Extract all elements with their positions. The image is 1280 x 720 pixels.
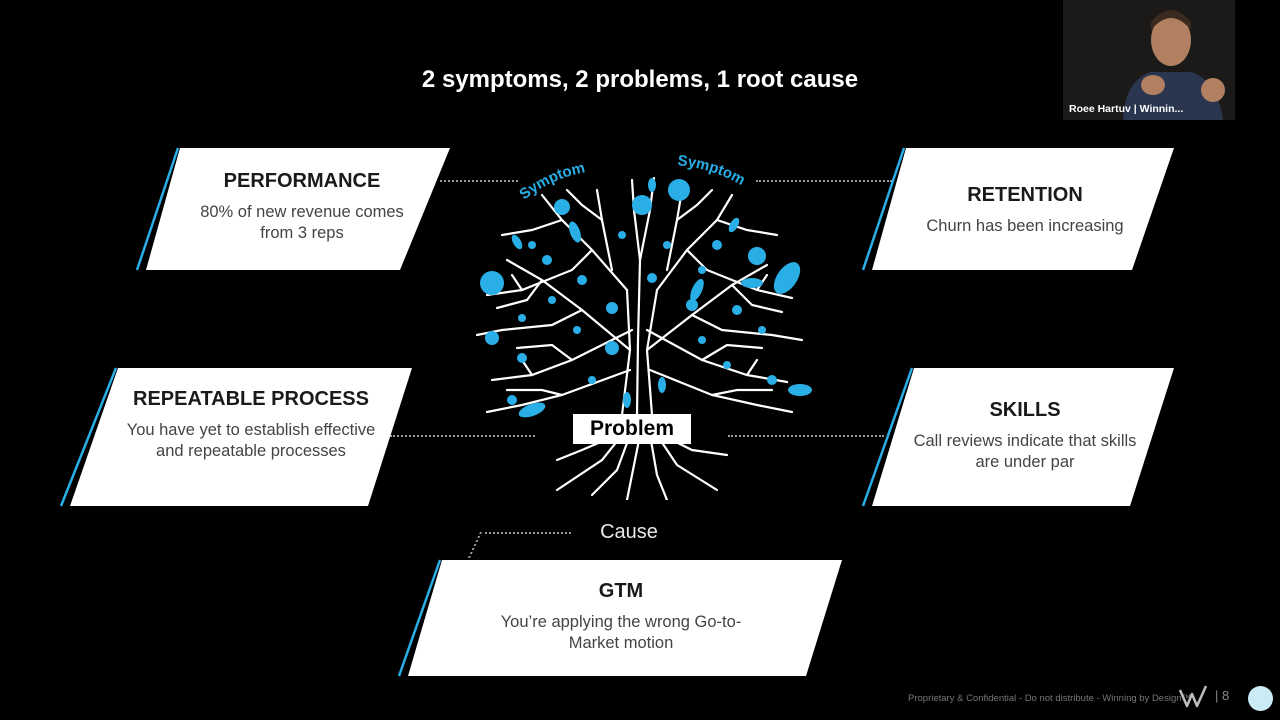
card-repeatable-process: REPEATABLE PROCESS You have yet to estab… — [58, 366, 416, 508]
card-retention-shape — [861, 147, 1174, 271]
card-skills-shape — [861, 367, 1174, 507]
circle-button-icon[interactable] — [1248, 686, 1273, 711]
card-performance: PERFORMANCE 80% of new revenue comes fro… — [134, 146, 452, 272]
card-gtm-body: You’re applying the wrong Go-to-Market m… — [500, 613, 742, 652]
card-gtm-heading: GTM — [598, 580, 644, 602]
tree-branches — [475, 176, 804, 500]
connector-repeatable — [390, 435, 535, 437]
card-performance-shape — [135, 147, 450, 271]
tree-leaves — [480, 178, 812, 418]
page-number-value: 8 — [1222, 688, 1230, 703]
tree-illustration: Symptom Symptom — [475, 152, 812, 500]
connector-retention — [756, 180, 892, 182]
slide-title: 2 symptoms, 2 problems, 1 root cause — [421, 66, 859, 93]
problem-label: Problem — [573, 414, 691, 444]
winning-by-design-logo-icon — [1178, 685, 1208, 708]
card-skills-body: Call reviews indicate that skills are un… — [913, 432, 1137, 471]
card-retention: RETENTION Churn has been increasing — [860, 146, 1178, 272]
card-performance-heading: PERFORMANCE — [223, 170, 381, 192]
connector-cause-drop — [467, 532, 483, 558]
card-skills: SKILLS Call reviews indicate that skills… — [860, 366, 1178, 508]
cause-label: Cause — [600, 521, 658, 543]
symptom-label-left: Symptom — [516, 159, 586, 203]
connector-cause — [485, 532, 571, 534]
confidential-footer: Proprietary & Confidential - Do not dist… — [908, 693, 1192, 704]
card-repeatable-body: You have yet to establish effective and … — [126, 421, 376, 460]
card-skills-heading: SKILLS — [989, 399, 1061, 421]
card-performance-body: 80% of new revenue comes from 3 reps — [200, 203, 404, 242]
card-repeatable-heading: REPEATABLE PROCESS — [133, 388, 369, 410]
speaker-name-label: Roee Hartuv | Winnin... — [1069, 103, 1184, 115]
card-retention-body: Churn has been increasing — [926, 217, 1124, 235]
card-gtm: GTM You’re applying the wrong Go-to-Mark… — [396, 558, 846, 678]
card-retention-heading: RETENTION — [967, 184, 1083, 206]
connector-performance — [440, 180, 518, 182]
connector-skills — [728, 435, 884, 437]
card-gtm-shape — [397, 559, 842, 677]
page-number: | 8 — [1215, 688, 1230, 703]
speaker-video-thumbnail[interactable]: Roee Hartuv | Winnin... — [1063, 0, 1235, 120]
speaker-silhouette — [1063, 0, 1235, 120]
card-repeatable-shape — [59, 367, 412, 507]
